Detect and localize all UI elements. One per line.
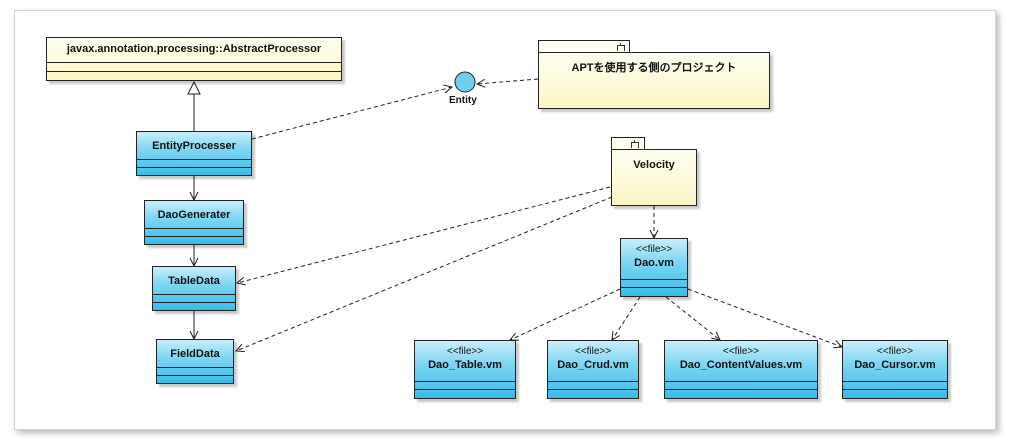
table-data-class: TableData (152, 266, 236, 311)
dao-table-vm-name: Dao_Table.vm (428, 359, 502, 371)
dao-table-vm-file: <<file>> Dao_Table.vm (414, 340, 516, 399)
dao-table-vm-stereotype: <<file>> (446, 346, 484, 357)
abstract-processor-name: javax.annotation.processing::AbstractPro… (66, 43, 322, 55)
dependency-daovm-daocrud (612, 296, 641, 340)
dao-cursor-vm-name: Dao_Cursor.vm (854, 359, 936, 371)
dependency-aptproject-entity (477, 78, 539, 84)
dependency-velocity-fielddata (236, 196, 613, 351)
dao-cursor-vm-stereotype: <<file>> (876, 346, 914, 357)
generalization-arrowhead (187, 80, 201, 95)
dao-content-values-vm-name: Dao_ContentValues.vm (679, 359, 803, 371)
field-data-class: FieldData (156, 339, 234, 384)
dao-content-values-vm-file: <<file>> Dao_ContentValues.vm (664, 340, 818, 399)
abstract-processor-class: javax.annotation.processing::AbstractPro… (46, 37, 342, 81)
dao-generater-name: DaoGenerater (157, 209, 231, 221)
entity-interface-label: Entity (449, 95, 477, 106)
dependency-daovm-daocontentvalues (665, 296, 720, 340)
velocity-package: Velocity (611, 149, 697, 206)
dao-vm-stereotype: <<file>> (635, 244, 673, 255)
field-data-name: FieldData (170, 348, 220, 360)
table-data-name: TableData (168, 275, 220, 287)
dao-cursor-vm-file: <<file>> Dao_Cursor.vm (842, 340, 948, 399)
velocity-package-tab (611, 137, 645, 150)
dao-content-values-vm-stereotype: <<file>> (722, 346, 760, 357)
dao-crud-vm-stereotype: <<file>> (574, 346, 612, 357)
dependency-daovm-daotable (510, 288, 621, 340)
entity-processer-name: EntityProcesser (152, 140, 236, 152)
package-icon (631, 140, 639, 148)
dependency-entityprocesser-entity (251, 87, 452, 140)
package-icon (617, 43, 625, 51)
entity-processer-class: EntityProcesser (136, 131, 252, 176)
dao-crud-vm-name: Dao_Crud.vm (557, 359, 629, 371)
dao-generater-class: DaoGenerater (144, 200, 244, 245)
apt-project-package: APTを使用する側のプロジェクト (538, 52, 770, 109)
dao-vm-name: Dao.vm (634, 257, 674, 269)
entity-interface-circle (454, 71, 476, 93)
dao-vm-file: <<file>> Dao.vm (620, 238, 688, 297)
velocity-package-name: Velocity (633, 159, 675, 171)
dependency-velocity-tabledata (237, 186, 611, 283)
dao-crud-vm-file: <<file>> Dao_Crud.vm (547, 340, 639, 399)
dependency-daovm-daocursor (687, 288, 842, 347)
apt-project-package-name: APTを使用する側のプロジェクト (571, 62, 737, 74)
apt-project-package-tab (538, 40, 630, 53)
